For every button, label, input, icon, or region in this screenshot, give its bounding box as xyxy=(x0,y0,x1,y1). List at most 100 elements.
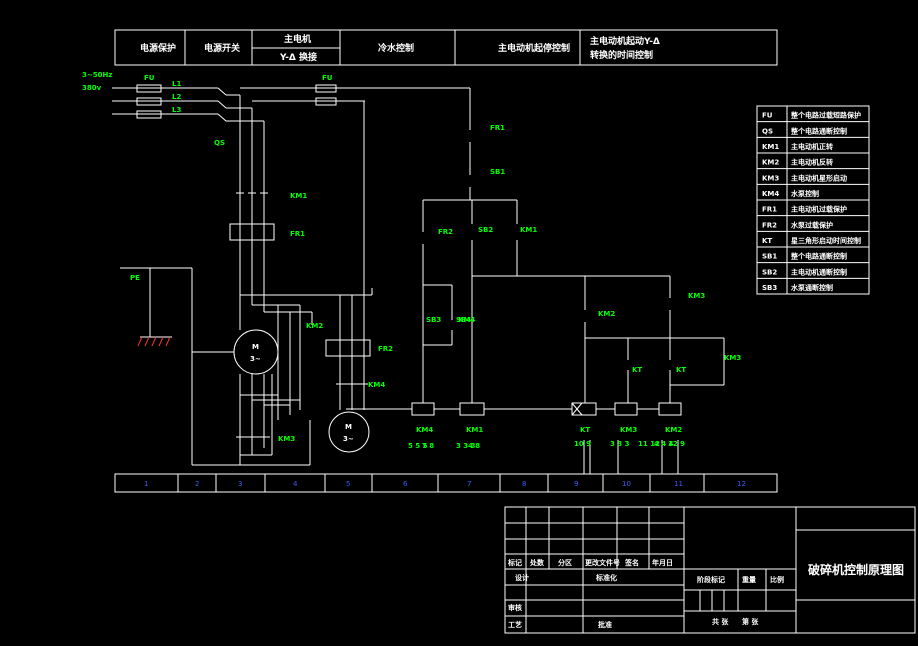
tb-standard: 标准化 xyxy=(595,573,617,582)
legend-code: KT xyxy=(762,237,772,245)
legend-description: 主电动机反转 xyxy=(791,158,833,167)
ruler-2: 2 xyxy=(195,480,199,488)
legend-description: 水泵控制 xyxy=(791,189,819,198)
ruler-6: 6 xyxy=(403,480,408,488)
main-motor-phase: 3~ xyxy=(250,355,261,363)
legend-code: SB1 xyxy=(762,253,777,261)
coil-km1-label: KM1 xyxy=(466,426,483,434)
ruler-12: 12 xyxy=(737,480,746,488)
coil-ref-km2b: 12 9 xyxy=(668,440,685,448)
legend-code: SB2 xyxy=(762,268,777,276)
ctrl-fr2-label: FR2 xyxy=(438,228,453,236)
supply-frequency: 3~50Hz xyxy=(82,71,112,79)
legend-description: 水泵通断控制 xyxy=(791,283,833,292)
coil-ref-km4b: 7 8 xyxy=(422,442,434,450)
ruler-5: 5 xyxy=(346,480,350,488)
legend-code: QS xyxy=(762,127,773,135)
legend-code: FR2 xyxy=(762,221,777,229)
ctrl-km3-label: KM3 xyxy=(688,292,705,300)
ctrl-km1-label: KM1 xyxy=(520,226,537,234)
legend-description: 整个电路通断控制 xyxy=(790,126,847,135)
ctrl-sb3-label: SB3 xyxy=(426,316,441,324)
legend-code: KM3 xyxy=(762,174,779,182)
header-star-delta-start: 主电动机起动Y-Δ xyxy=(590,35,660,47)
legend-description: 主电动机通断控制 xyxy=(791,267,847,276)
line-l2: L2 xyxy=(172,93,181,101)
ruler-7: 7 xyxy=(467,480,471,488)
fr2-label: FR2 xyxy=(378,345,393,353)
drawing-title: 破碎机控制原理图 xyxy=(808,562,904,577)
legend-code: FR1 xyxy=(762,206,777,214)
tb-review: 审核 xyxy=(508,603,522,612)
header-power-protection: 电源保护 xyxy=(140,42,176,54)
ctrl-kt-label-2: KT xyxy=(676,366,686,374)
header-star-delta: Y-Δ 换接 xyxy=(279,51,317,63)
coil-ref-kt: 10 9 xyxy=(574,440,591,448)
header-main-motor: 主电机 xyxy=(284,33,311,45)
ruler-1: 1 xyxy=(144,480,148,488)
tb-process: 工艺 xyxy=(508,620,522,629)
legend-description: 主电动机星形启动 xyxy=(791,173,847,182)
line-l1: L1 xyxy=(172,80,181,88)
tb-zone: 分区 xyxy=(558,558,572,567)
coil-ref-km3b: 11 12 xyxy=(638,440,660,448)
tb-date: 年月日 xyxy=(652,558,673,567)
km3-label: KM3 xyxy=(278,435,295,443)
header-time-control: 转换的时间控制 xyxy=(590,49,653,61)
legend-description: 整个电路通断控制 xyxy=(790,252,847,261)
legend-code: FU xyxy=(762,112,773,120)
legend-description: 整个电路过载短路保护 xyxy=(790,111,861,120)
pump-motor-m: M xyxy=(345,423,352,431)
legend-code: KM2 xyxy=(762,159,779,167)
legend-code: KM4 xyxy=(762,190,779,198)
tb-design: 设计 xyxy=(515,573,529,582)
ctrl-km4-label: KM4 xyxy=(458,316,475,324)
km2-label: KM2 xyxy=(306,322,323,330)
tb-sheets: 共 张 xyxy=(712,617,729,626)
ruler-9: 9 xyxy=(574,480,578,488)
coil-ref-km2: 4 4 4 xyxy=(654,440,674,448)
legend-description: 主电动机过载保护 xyxy=(791,205,847,214)
control-fuse-label: FU xyxy=(322,74,333,82)
coil-ref-km3: 3 3 3 xyxy=(610,440,630,448)
ctrl-km2-label: KM2 xyxy=(598,310,615,318)
header-power-switch: 电源开关 xyxy=(204,42,240,54)
legend-description: 主电动机正转 xyxy=(791,142,833,151)
pe-label: PE xyxy=(130,274,140,282)
header-start-stop: 主电动机起停控制 xyxy=(498,42,570,54)
fuse-label: FU xyxy=(144,74,155,82)
tb-signature: 签名 xyxy=(624,558,639,567)
ctrl-sb4-label: SB4 xyxy=(456,316,471,324)
legend-description: 水泵过载保护 xyxy=(791,220,833,229)
coil-km2-label: KM2 xyxy=(665,426,682,434)
tb-approve: 批准 xyxy=(598,620,612,629)
ctrl-km3-label-2: KM3 xyxy=(724,354,741,362)
km4-label: KM4 xyxy=(368,381,385,389)
ctrl-kt-label-1: KT xyxy=(632,366,642,374)
ruler-4: 4 xyxy=(293,480,298,488)
tb-scale: 比例 xyxy=(770,575,784,584)
line-l3: L3 xyxy=(172,106,181,114)
main-motor-m: M xyxy=(252,343,259,351)
legend-table: FU 整个电路过载短路保护 QS 整个电路通断控制 KM1 主电动机正转 KM2 主电动机反转… xyxy=(757,111,869,292)
legend-description: 星三角形启动时间控制 xyxy=(791,236,861,245)
ground-hatch xyxy=(137,336,171,347)
ctrl-sb1-label: SB1 xyxy=(490,168,505,176)
tb-mark: 标记 xyxy=(507,558,522,567)
legend-code: KM1 xyxy=(762,143,779,151)
coil-km3-label: KM3 xyxy=(620,426,637,434)
tb-weight: 重量 xyxy=(742,575,756,584)
fr1-label: FR1 xyxy=(290,230,305,238)
header-cooling-water: 冷水控制 xyxy=(378,42,414,54)
supply-voltage: 380v xyxy=(82,84,102,92)
ruler-10: 10 xyxy=(622,480,631,488)
coil-ref-km1: 3 3 3 xyxy=(456,442,476,450)
km1-label: KM1 xyxy=(290,192,307,200)
coil-ref-km4: 5 5 5 xyxy=(408,442,428,450)
tb-count: 处数 xyxy=(529,558,545,567)
ctrl-sb2-label: SB2 xyxy=(478,226,493,234)
ctrl-fr1-label: FR1 xyxy=(490,124,505,132)
switch-qs-label: QS xyxy=(214,139,225,147)
pump-motor-phase: 3~ xyxy=(343,435,354,443)
